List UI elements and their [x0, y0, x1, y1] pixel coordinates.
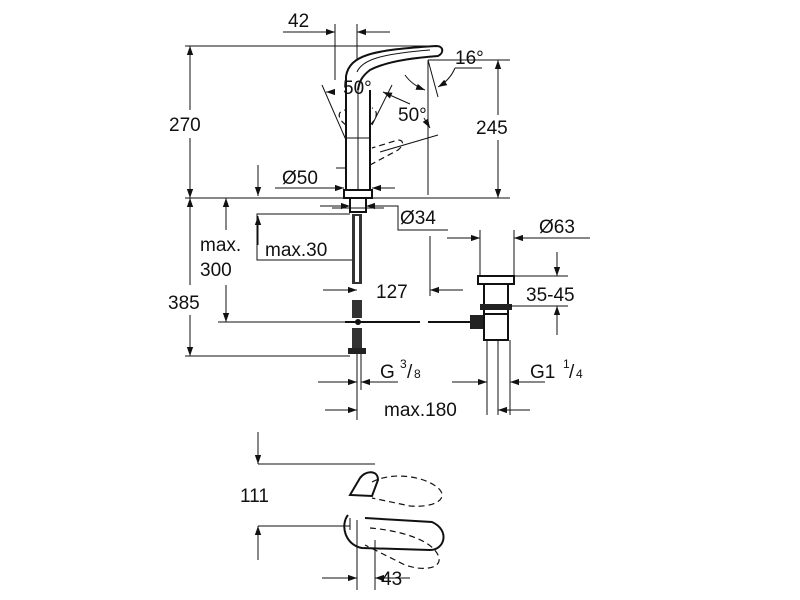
dim-lever-offset: 43: [381, 569, 402, 590]
dim-base-diameter: Ø50: [282, 168, 318, 189]
installation-view: Ø34 Ø63 max.30 max. 300 385 127 35-45 G: [168, 197, 590, 421]
dim-hole-diameter: Ø34: [400, 208, 436, 229]
dim-supply-thread: G: [380, 362, 395, 383]
dim-spout-height: 245: [476, 118, 508, 139]
dim-waste-thread-den: 4: [576, 367, 583, 381]
dim-lever-clearance: 111: [240, 486, 269, 507]
dim-lever-angle-left: 50°: [343, 78, 372, 99]
dim-total-height: 270: [169, 115, 201, 136]
dim-supply-thread-num: 3: [400, 357, 407, 371]
dim-supply-thread-den: 8: [414, 367, 421, 381]
dim-max-180: max.180: [384, 400, 457, 421]
dim-waste-diameter: Ø63: [539, 217, 575, 238]
dim-waste-thread: G1: [530, 362, 555, 383]
faucet-top-view: 111 43: [240, 432, 445, 590]
dim-waste-range: 35-45: [526, 285, 575, 306]
dim-lever-angle-right: 50°: [398, 105, 427, 126]
dim-spout-offset: 42: [288, 11, 309, 32]
fraction-slash: /: [569, 362, 575, 383]
dim-spout-angle: 16°: [455, 48, 484, 69]
dim-max-300-line1: max.: [200, 235, 241, 256]
fraction-slash: /: [407, 362, 413, 383]
dim-waste-thread-num: 1: [563, 357, 570, 371]
faucet-side-view: 42 270 245 16° 50° 50° Ø50: [169, 11, 510, 199]
dim-max-thickness: max.30: [265, 240, 327, 261]
dim-max-300-line2: 300: [200, 260, 232, 281]
dim-waste-distance: 127: [376, 282, 408, 303]
dim-below-height: 385: [168, 293, 200, 314]
